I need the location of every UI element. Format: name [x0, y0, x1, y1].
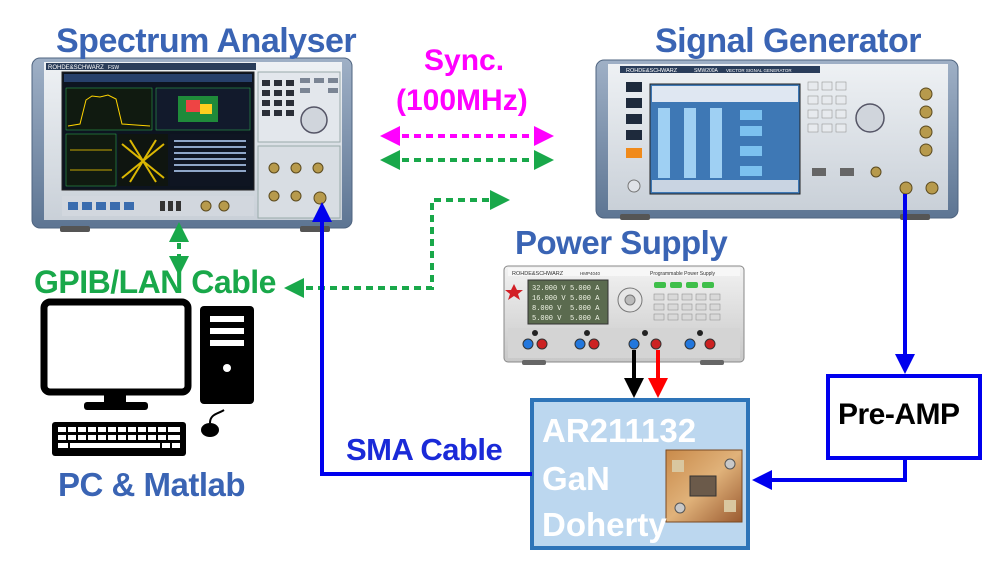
sma-cable-dut-sa — [312, 202, 532, 476]
dut-name-line2: GaN — [542, 460, 610, 497]
dut-name-line3: Doherty — [542, 506, 667, 543]
sg-brand-text: ROHDE&SCHWARZ — [626, 68, 678, 74]
ps-voltage-4: 5.000 V — [532, 315, 562, 323]
signal-generator-title: Signal Generator — [655, 22, 921, 60]
sa-model-text: FSW — [108, 65, 119, 71]
power-supply-title: Power Supply — [515, 224, 728, 261]
signal-generator-instrument: ROHDE&SCHWARZ SMW200A VECTOR SIGNAL GENE… — [595, 59, 959, 220]
power-supply-instrument: ROHDE&SCHWARZ HMP4040 Programmable Power… — [503, 265, 745, 365]
spectrum-analyser-title: Spectrum Analyser — [56, 22, 357, 60]
ps-display — [527, 279, 609, 325]
ps-current-1: 5.000 A — [570, 285, 600, 293]
pre-amp-box — [826, 374, 982, 460]
sa-brand-text: ROHDE&SCHWARZ — [48, 65, 104, 71]
ps-current-4: 5.000 A — [570, 315, 600, 323]
ps-voltage-3: 8.000 V — [532, 305, 562, 313]
ps-voltage-2: 16.000 V — [532, 295, 566, 303]
ps-brand-text: ROHDE&SCHWARZ — [512, 271, 564, 277]
ps-voltage-1: 32.000 V — [532, 285, 566, 293]
pc-computer-icon — [40, 298, 254, 456]
dut-box — [530, 398, 750, 550]
gpib-lan-cable-label: GPIB/LAN Cable — [34, 264, 276, 300]
rf-cable-preamp-dut — [752, 458, 907, 490]
ps-current-3: 5.000 A — [570, 305, 600, 313]
sma-cable-label: SMA Cable — [346, 432, 503, 467]
lan-cable-pc-sg — [284, 190, 510, 298]
spectrum-analyser-instrument: ROHDE&SCHWARZ FSW — [31, 57, 353, 232]
sg-subtitle-text: VECTOR SIGNAL GENERATOR — [726, 68, 792, 73]
sg-screen — [649, 83, 801, 195]
pc-matlab-label: PC & Matlab — [58, 466, 246, 503]
ps-current-2: 5.000 A — [570, 295, 600, 303]
pre-amp-label: Pre-AMP — [838, 398, 960, 431]
sync-label-line1: Sync. — [424, 44, 505, 77]
ps-subtitle-text: Programmable Power Supply — [650, 271, 716, 277]
ps-model-text: HMP4040 — [580, 271, 601, 276]
dut-name-line1: AR211132 — [542, 412, 697, 449]
sync-label-line2: (100MHz) — [396, 84, 528, 117]
sg-model-text: SMW200A — [694, 68, 719, 74]
